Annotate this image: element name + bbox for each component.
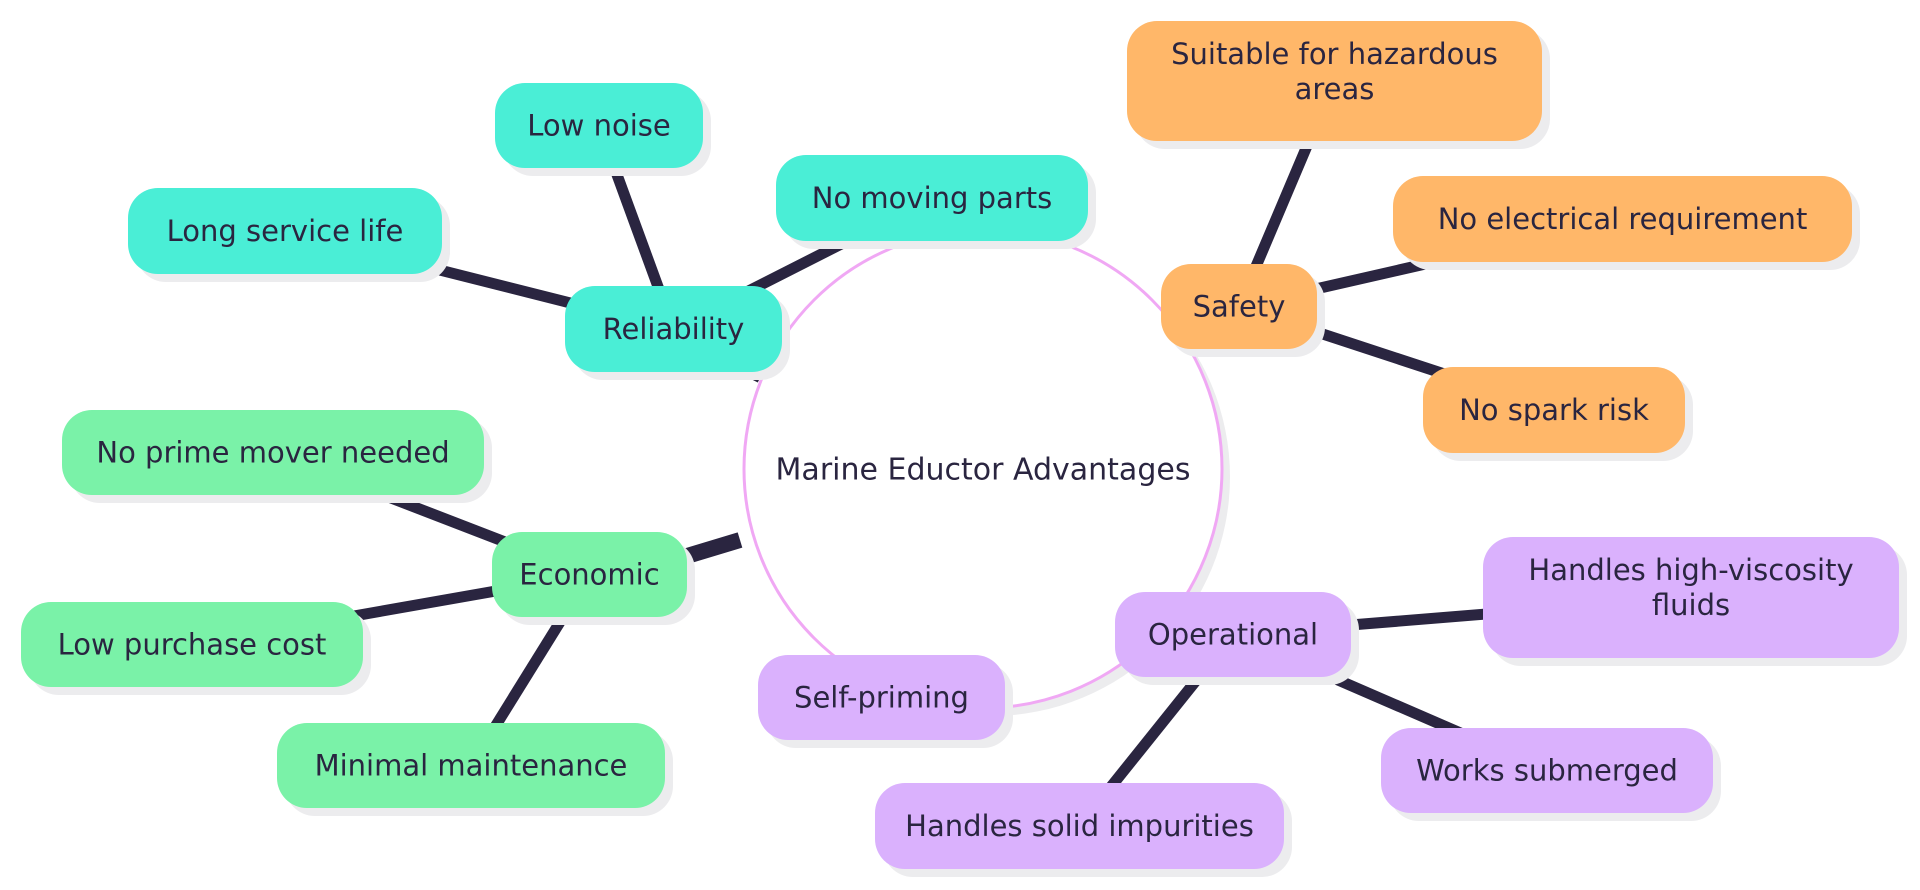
node-label: Reliability: [603, 312, 745, 346]
node-box[interactable]: [495, 83, 703, 168]
node-works-submerged[interactable]: Works submerged: [1381, 728, 1721, 821]
node-box[interactable]: [1127, 21, 1542, 141]
node-box[interactable]: [62, 410, 484, 495]
node-low-purchase-cost[interactable]: Low purchase cost: [21, 602, 371, 695]
node-box[interactable]: [21, 602, 363, 687]
node-box[interactable]: [1381, 728, 1713, 813]
edge-root-economic: [684, 532, 743, 564]
node-box[interactable]: [565, 286, 782, 372]
node-label-line: Handles high-viscosity: [1528, 553, 1853, 587]
node-handles-solid-impurities[interactable]: Handles solid impurities: [875, 783, 1292, 877]
node-box[interactable]: [1393, 176, 1852, 262]
node-label: Self-priming: [794, 681, 969, 715]
node-no-electrical-requirement[interactable]: No electrical requirement: [1393, 176, 1860, 270]
node-label: Handles solid impurities: [905, 809, 1254, 843]
node-box[interactable]: [1423, 367, 1685, 453]
node-label: Safety: [1193, 290, 1286, 324]
node-no-prime-mover-needed[interactable]: No prime mover needed: [62, 410, 492, 503]
node-box[interactable]: [776, 155, 1088, 241]
node-box[interactable]: [1115, 592, 1351, 677]
node-label: No moving parts: [812, 181, 1052, 215]
node-label: Economic: [519, 558, 659, 592]
node-no-moving-parts[interactable]: No moving parts: [776, 155, 1096, 249]
root-node-label: Marine Eductor Advantages: [776, 453, 1191, 488]
node-box[interactable]: [1483, 537, 1899, 658]
node-box[interactable]: [875, 783, 1284, 869]
node-label: No prime mover needed: [96, 436, 449, 470]
node-label-line: fluids: [1652, 588, 1730, 622]
node-label-line: areas: [1295, 72, 1375, 106]
node-label: Long service life: [167, 214, 404, 248]
node-label: Works submerged: [1416, 754, 1678, 788]
node-box[interactable]: [128, 188, 442, 274]
node-label: Low noise: [527, 109, 670, 143]
node-box[interactable]: [277, 723, 665, 808]
node-box[interactable]: [492, 532, 687, 617]
node-low-noise[interactable]: Low noise: [495, 83, 711, 176]
node-reliability[interactable]: Reliability: [565, 286, 790, 380]
node-self-priming[interactable]: Self-priming: [758, 655, 1013, 748]
node-box[interactable]: [758, 655, 1005, 740]
node-safety[interactable]: Safety: [1161, 264, 1325, 357]
node-label: No spark risk: [1459, 393, 1649, 427]
node-label: Minimal maintenance: [315, 749, 628, 783]
node-no-spark-risk[interactable]: No spark risk: [1423, 367, 1693, 461]
node-label: No electrical requirement: [1438, 202, 1808, 236]
node-label: Operational: [1148, 618, 1318, 652]
root-layer: Marine Eductor Advantages: [742, 228, 1230, 716]
node-box[interactable]: [1161, 264, 1317, 349]
node-label-line: Suitable for hazardous: [1171, 37, 1498, 71]
node-operational[interactable]: Operational: [1115, 592, 1359, 685]
node-label: Low purchase cost: [58, 628, 327, 662]
node-long-service-life[interactable]: Long service life: [128, 188, 450, 282]
node-minimal-maintenance[interactable]: Minimal maintenance: [277, 723, 673, 816]
node-economic[interactable]: Economic: [492, 532, 695, 625]
